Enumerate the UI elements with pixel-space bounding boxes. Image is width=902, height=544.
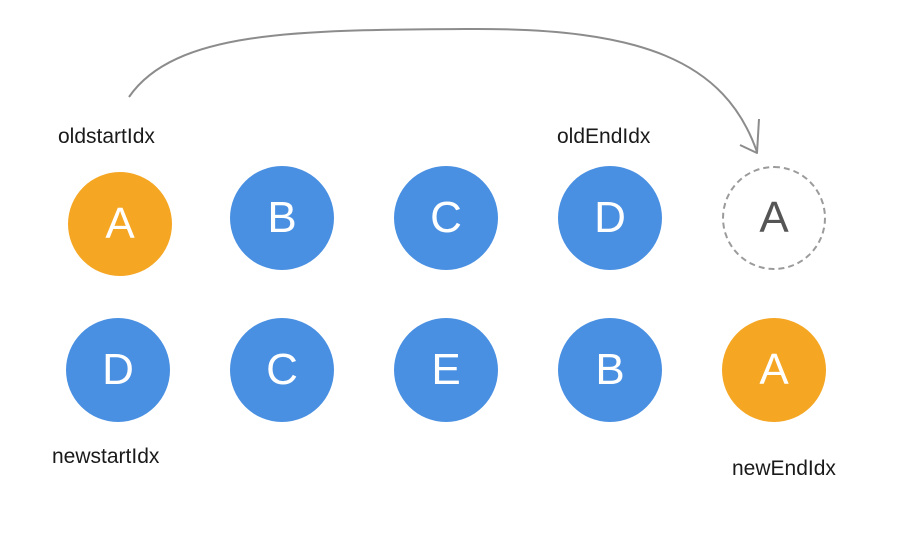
old-node-3: C bbox=[394, 166, 498, 270]
old-end-idx-label: oldEndIdx bbox=[557, 125, 651, 148]
old-node-2: B bbox=[230, 166, 334, 270]
old-node-4: D bbox=[558, 166, 662, 270]
new-end-idx-label: newEndIdx bbox=[732, 457, 836, 480]
old-start-idx-label: oldstartIdx bbox=[58, 125, 155, 148]
old-node-1: A bbox=[68, 172, 172, 276]
move-arrow-curve bbox=[128, 27, 758, 153]
new-node-2: C bbox=[230, 318, 334, 422]
moved-node-placeholder: A bbox=[722, 166, 826, 270]
new-start-idx-label: newstartIdx bbox=[52, 445, 160, 468]
new-node-4: B bbox=[558, 318, 662, 422]
new-node-1: D bbox=[66, 318, 170, 422]
new-node-3: E bbox=[394, 318, 498, 422]
new-node-5: A bbox=[722, 318, 826, 422]
move-arrow-head bbox=[739, 118, 760, 154]
